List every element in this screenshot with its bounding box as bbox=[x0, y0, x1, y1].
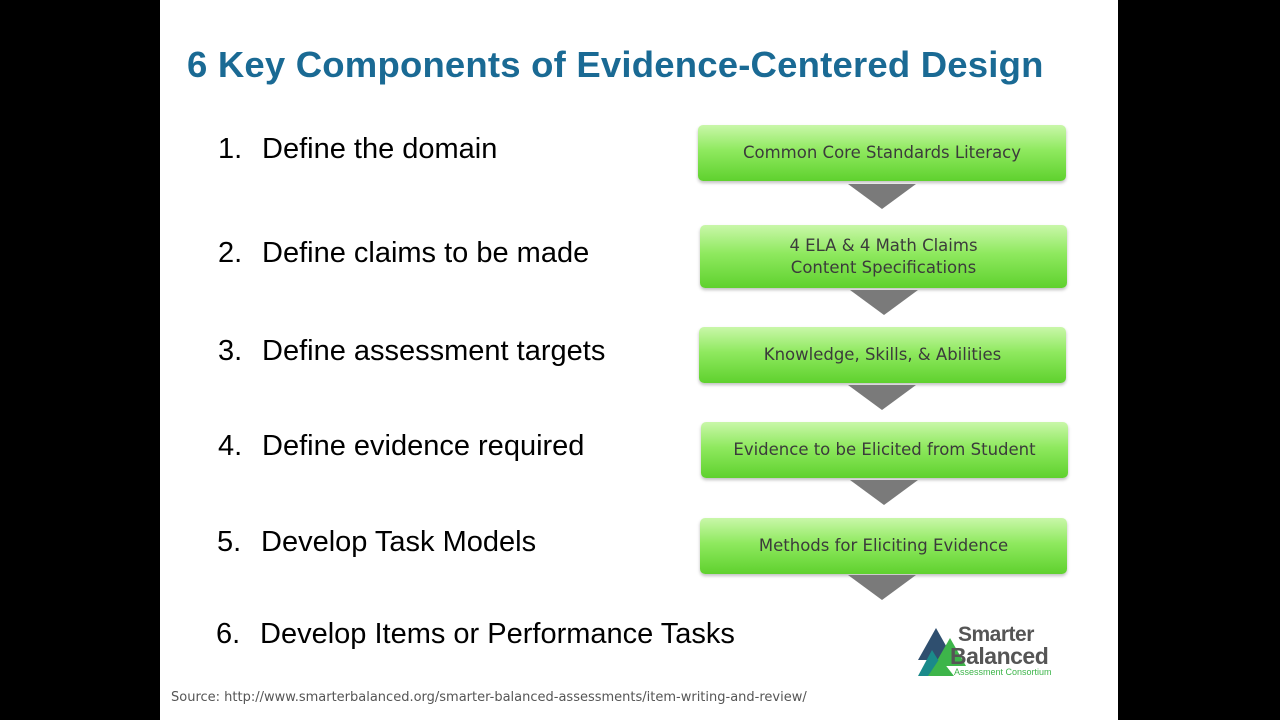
flow-box-text: Evidence to be Elicited from Student bbox=[733, 440, 1036, 459]
logo-tagline: Assessment Consortium bbox=[954, 667, 1052, 677]
step-label: Define the domain bbox=[262, 133, 498, 165]
step-label: Develop Items or Performance Tasks bbox=[260, 618, 735, 650]
flow-box-text: Common Core Standards Literacy bbox=[742, 143, 1022, 162]
flow-box-2: 4 ELA & 4 Math Claims Content Specificat… bbox=[700, 225, 1067, 288]
step-2: 2. Define claims to be made bbox=[218, 237, 589, 270]
logo-word-balanced: Balanced bbox=[950, 643, 1049, 669]
flow-box-4: Evidence to be Elicited from Student bbox=[701, 422, 1068, 478]
step-number: 6. bbox=[216, 618, 241, 650]
triangle-logo-icon bbox=[918, 628, 966, 676]
step-label: Define claims to be made bbox=[262, 237, 590, 269]
step-number: 5. bbox=[217, 526, 242, 558]
step-number: 1. bbox=[218, 133, 243, 165]
step-number: 2. bbox=[218, 237, 243, 269]
step-label: Define evidence required bbox=[262, 430, 585, 462]
logo-word-smarter: Smarter bbox=[958, 623, 1034, 646]
slide: 6 Key Components of Evidence-Centered De… bbox=[160, 0, 1118, 720]
step-3: 3. Define assessment targets bbox=[218, 335, 605, 368]
smarter-balanced-logo: Smarter Balanced Assessment Consortium bbox=[918, 624, 1078, 680]
step-number: 4. bbox=[218, 430, 243, 462]
down-arrow-icon bbox=[850, 480, 918, 505]
flow-box-text: Content Specifications bbox=[790, 257, 977, 277]
step-6: 6. Develop Items or Performance Tasks bbox=[216, 618, 735, 651]
down-arrow-icon bbox=[848, 184, 916, 209]
flow-box-text: 4 ELA & 4 Math Claims bbox=[789, 235, 978, 255]
down-arrow-icon bbox=[850, 290, 918, 315]
flow-box-1: Common Core Standards Literacy bbox=[698, 125, 1066, 181]
slide-title: 6 Key Components of Evidence-Centered De… bbox=[187, 44, 1044, 85]
step-label: Develop Task Models bbox=[261, 526, 537, 558]
down-arrow-icon bbox=[848, 385, 916, 410]
flow-box-text: Knowledge, Skills, & Abilities bbox=[763, 345, 1002, 364]
flow-box-text: Methods for Eliciting Evidence bbox=[758, 536, 1009, 555]
source-citation: Source: http://www.smarterbalanced.org/s… bbox=[171, 690, 807, 705]
step-number: 3. bbox=[218, 335, 243, 367]
flow-box-3: Knowledge, Skills, & Abilities bbox=[699, 327, 1066, 383]
step-4: 4. Define evidence required bbox=[218, 430, 584, 463]
step-1: 1. Define the domain bbox=[218, 133, 497, 166]
step-label: Define assessment targets bbox=[262, 335, 606, 367]
step-5: 5. Develop Task Models bbox=[217, 526, 536, 559]
down-arrow-icon bbox=[848, 575, 916, 600]
flow-box-5: Methods for Eliciting Evidence bbox=[700, 518, 1067, 574]
